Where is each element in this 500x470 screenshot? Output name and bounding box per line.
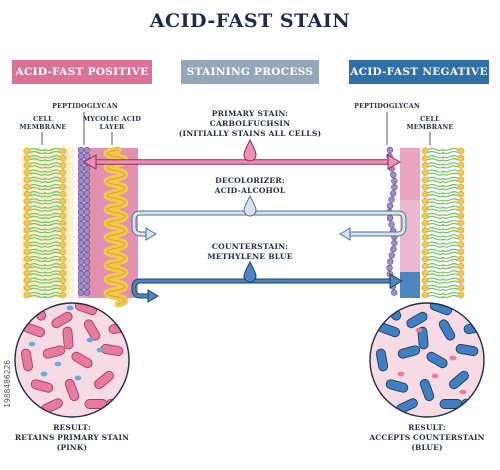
negative-result-label: RESULT: ACCEPTS COUNTERSTAIN (BLUE) — [369, 423, 485, 452]
decolorizer-label: DECOLORIZER: ACID-ALCOHOL — [214, 176, 286, 195]
primary-stain-label: PRIMARY STAIN: CARBOLFUCHSIN (INITIALLY … — [178, 109, 322, 138]
left-peptidoglycan-label: PEPTIDOGLYCAN — [52, 102, 118, 110]
negative-result-micrograph — [369, 302, 485, 418]
positive-result-micrograph — [14, 302, 130, 418]
header-staining-process: STAINING PROCESS — [181, 60, 319, 84]
left-cell-membrane — [23, 147, 67, 299]
decolorizer-arrow — [131, 194, 407, 241]
left-peptidoglycan — [77, 146, 91, 296]
page-title: ACID-FAST STAIN — [149, 10, 351, 32]
negative-cell-wall — [386, 146, 465, 299]
right-peptidoglycan-label: PEPTIDOGLYCAN — [354, 102, 420, 110]
primary-stain-arrow — [83, 138, 401, 170]
right-cell-membrane-label: CELL MEMBRANE — [406, 115, 454, 131]
right-cell-membrane — [421, 147, 465, 299]
counterstain-arrow — [131, 260, 403, 303]
left-cell-membrane-label: CELL MEMBRANE — [19, 115, 67, 131]
header-acid-fast-positive: ACID-FAST POSITIVE — [12, 60, 152, 84]
positive-cell-wall — [22, 146, 138, 308]
mycolic-acid-label: MYCOLIC ACID LAYER — [83, 115, 141, 131]
stock-id-watermark: 1988486226 — [3, 360, 12, 408]
counterstain-label: COUNTERSTAIN: METHYLENE BLUE — [207, 242, 293, 261]
header-acid-fast-negative: ACID-FAST NEGATIVE — [349, 60, 489, 84]
positive-result-label: RESULT: RETAINS PRIMARY STAIN (PINK) — [14, 423, 130, 452]
label-leaders — [41, 112, 431, 145]
